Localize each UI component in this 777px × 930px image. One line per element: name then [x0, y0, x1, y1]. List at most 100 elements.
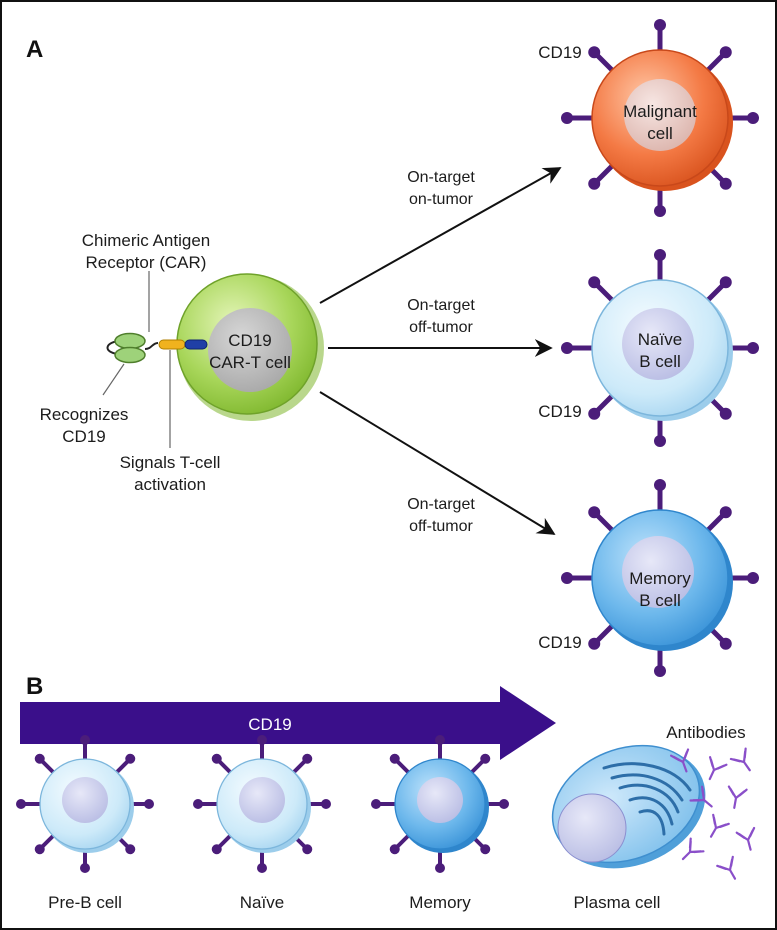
cd19-receptor-knob	[561, 112, 573, 124]
arrow-2-label-line1: On-target	[407, 297, 475, 314]
cd19-receptor-knob	[211, 844, 222, 855]
car-label-line2: Receptor (CAR)	[86, 253, 207, 272]
signaling-domain-yellow	[158, 339, 186, 350]
cd19-receptor-knob	[34, 753, 45, 764]
antibody-icon	[708, 756, 728, 781]
endoplasmic-reticulum	[602, 762, 692, 836]
cd19-receptor-knob	[371, 799, 381, 809]
malignant-cd19-label: CD19	[538, 43, 581, 62]
antibodies-label: Antibodies	[666, 723, 745, 742]
cd19-receptor-knob	[588, 177, 601, 190]
cd19-receptor-knob	[80, 863, 90, 873]
cd19-receptor-knob	[302, 844, 313, 855]
arrow-3-label-line2: off-tumor	[409, 518, 473, 535]
signaling-domain-blue	[184, 339, 208, 350]
arrow-2-label-line2: off-tumor	[409, 319, 473, 336]
car-t-label-line2: CAR-T cell	[209, 353, 291, 372]
cd19-receptor-knob	[588, 46, 601, 59]
car-label-line1: Chimeric Antigen	[82, 231, 211, 250]
antibody-icon	[727, 785, 748, 809]
cd19-receptor-knob	[588, 407, 601, 420]
naive-b-cell: Naïve B cell	[561, 249, 759, 447]
car-t-nucleus	[208, 308, 292, 392]
stage-label-pre-b: Pre-B cell	[48, 893, 122, 912]
arrow-3-label-line1: On-target	[407, 496, 475, 513]
antibodies-group	[670, 747, 756, 880]
scfv-domain-bottom	[114, 346, 146, 364]
pre-b-cell	[16, 735, 154, 873]
memory-small-nucleus	[417, 777, 463, 823]
car-t-label-line1: CD19	[228, 331, 271, 350]
cd19-receptor-knob	[435, 863, 445, 873]
cd19-receptor-knob	[80, 735, 90, 745]
arrow-on-tumor	[319, 167, 562, 304]
cd19-receptor-knob	[125, 753, 136, 764]
plasma-cell	[551, 744, 706, 869]
recognizes-label-line2: CD19	[62, 427, 105, 446]
naive-nucleus	[622, 308, 694, 380]
stage-label-memory: Memory	[409, 893, 471, 912]
car-receptor	[106, 332, 208, 364]
scfv-domain-top	[114, 332, 146, 350]
cd19-band-label: CD19	[248, 715, 291, 734]
signals-label-line1: Signals T-cell	[120, 453, 221, 472]
antibody-icon	[689, 785, 713, 808]
memory-b-cell: Memory B cell	[561, 479, 759, 677]
malignant-label-line1: Malignant	[623, 102, 697, 121]
naive-label-line1: Naïve	[638, 330, 682, 349]
cd19-receptor-knob	[719, 506, 732, 519]
panel-a-letter: A	[26, 36, 43, 63]
cd19-receptor-knob	[480, 844, 491, 855]
antibody-icon	[670, 748, 690, 773]
cd19-receptor-knob	[257, 863, 267, 873]
cd19-receptor-knob	[211, 753, 222, 764]
memory-label-line1: Memory	[629, 569, 691, 588]
car-t-cell: CD19 CAR-T cell	[176, 273, 324, 421]
cd19-receptor-knob	[561, 572, 573, 584]
memory-label-line2: B cell	[639, 591, 681, 610]
cd19-receptor-knob	[588, 506, 601, 519]
cd19-receptor-knob	[654, 479, 666, 491]
cd19-receptor-knob	[321, 799, 331, 809]
cd19-receptor-knob	[302, 753, 313, 764]
cd19-receptor-knob	[747, 572, 759, 584]
antibody-icon	[729, 747, 751, 772]
cd19-receptor-knob	[588, 637, 601, 650]
recognizes-leader-line	[102, 363, 125, 396]
arrow-off-tumor-memory	[319, 391, 556, 535]
naive-small-nucleus	[239, 777, 285, 823]
cd19-receptor-knob	[435, 735, 445, 745]
antibody-icon	[681, 837, 705, 861]
cd19-receptor-knob	[561, 342, 573, 354]
cd19-receptor-knob	[654, 205, 666, 217]
cd19-receptor-knob	[480, 753, 491, 764]
antibody-icon	[716, 855, 737, 880]
malignant-cell: Malignant cell	[561, 19, 759, 217]
arrow-1-label-line2: on-tumor	[409, 191, 474, 208]
cd19-receptor-knob	[144, 799, 154, 809]
cd19-receptor-knob	[16, 799, 26, 809]
cd19-receptor-knob	[654, 249, 666, 261]
cd19-receptor-knob	[719, 407, 732, 420]
malignant-nucleus	[624, 79, 696, 151]
cd19-receptor-knob	[719, 46, 732, 59]
naive-small-cell	[193, 735, 331, 873]
cd19-receptor-knob	[719, 276, 732, 289]
cd19-receptor-knob	[747, 112, 759, 124]
plasma-nucleus	[557, 793, 627, 863]
cd19-receptor-knob	[257, 735, 267, 745]
cd19-receptor-knob	[654, 435, 666, 447]
cd19-receptor-knob	[654, 19, 666, 31]
pre-b-nucleus	[62, 777, 108, 823]
malignant-label-line2: cell	[647, 124, 673, 143]
stage-label-naive: Naïve	[240, 893, 284, 912]
cd19-receptor-knob	[588, 276, 601, 289]
cd19-receptor-knob	[719, 177, 732, 190]
cd19-receptor-knob	[719, 637, 732, 650]
naive-cd19-label: CD19	[538, 402, 581, 421]
memory-nucleus	[622, 536, 694, 608]
cd19-receptor-knob	[499, 799, 509, 809]
cd19-expression-band	[20, 686, 556, 760]
